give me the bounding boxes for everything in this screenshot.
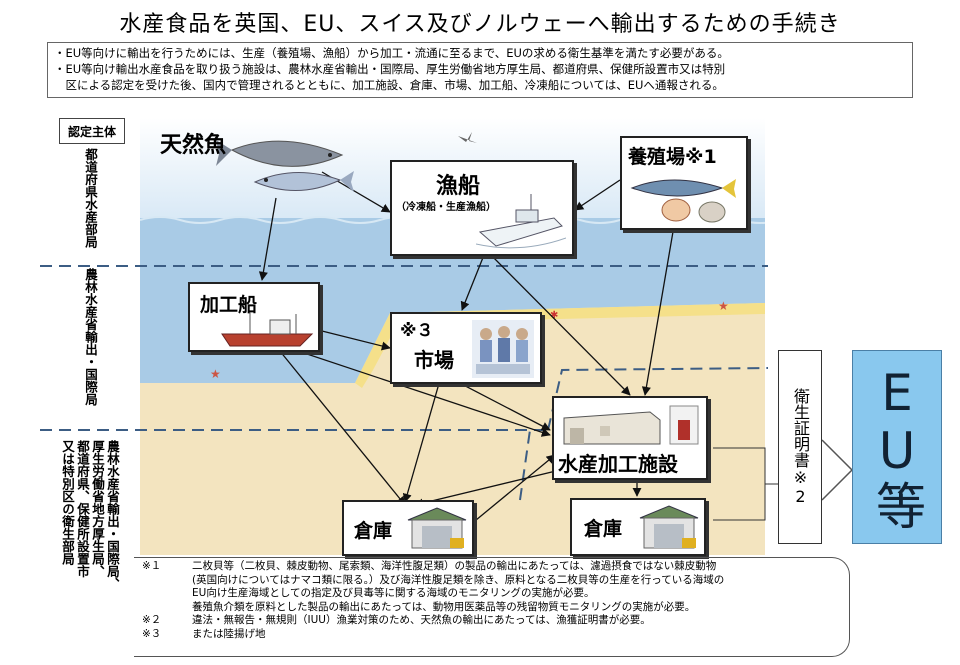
footnotes: ※１ 二枚貝等（二枚貝、棘皮動物、尾索類、海洋性腹足類）の製品の輸出にあたっては… bbox=[134, 557, 850, 657]
divider-lower-tail bbox=[519, 429, 531, 501]
arrow-market-to-facility bbox=[449, 377, 551, 431]
processing-facility-icon bbox=[563, 405, 699, 445]
footnote-text: 違法・無報告・無規則（IUU）漁業対策のため、天然魚の輸出にあたっては、漁獲証明… bbox=[192, 614, 651, 626]
fishing-boat-sublabel: （冷凍船・生産漁船） bbox=[396, 202, 496, 213]
wild-fish-illustration bbox=[216, 140, 354, 192]
footnote-text: または陸揚げ地 bbox=[192, 627, 266, 640]
processing-ship-label: 加工船 bbox=[200, 294, 258, 316]
footnote-line: 養殖魚介類を原料とした製品の輸出にあたっては、動物用医薬品等の残留物質モニタリン… bbox=[142, 601, 843, 615]
intro-box: ・EU等向けに輸出を行うためには、生産（養殖場、漁船）から加工・流通に至るまで、… bbox=[47, 42, 913, 98]
footnote-mark: ※２ bbox=[142, 614, 162, 626]
intro-line: ・EU等向けに輸出を行うためには、生産（養殖場、漁船）から加工・流通に至るまで、… bbox=[54, 46, 729, 60]
arrow-market-to-warehouse bbox=[402, 379, 441, 503]
node-market: ※３ 市場 bbox=[390, 312, 542, 384]
authority-health-mhlw: 厚生労働省地方厚生局、 bbox=[90, 440, 105, 578]
node-aquaculture: 養殖場※1 bbox=[620, 136, 748, 230]
node-processing-ship: 加工船 bbox=[188, 282, 320, 352]
footnote-text: EU向け生産海域としての指定及び貝毒等に関する海域のモニタリングの実施が必要。 bbox=[192, 587, 595, 599]
node-wild-fish: 天然魚 bbox=[160, 133, 227, 158]
footnote-mark: ※１ bbox=[142, 560, 162, 572]
authority-prefecture-fisheries: 都道府県水産部局 bbox=[83, 148, 98, 248]
arrow-fish-to-processing-ship bbox=[258, 197, 277, 281]
market-icon bbox=[472, 320, 534, 378]
market-note: ※３ bbox=[400, 321, 434, 341]
authority-health-prefecture: 都道府県、保健所設置市 bbox=[75, 440, 90, 578]
destination-eu-label: EU等 bbox=[868, 364, 926, 530]
footnote-mark: ※３ bbox=[142, 627, 162, 640]
scene-background: ★ ★ ✱ bbox=[140, 118, 765, 555]
warehouse-1-icon bbox=[407, 507, 467, 549]
footnote-line: ※２ 違法・無報告・無規則（IUU）漁業対策のため、天然魚の輸出にあたっては、漁… bbox=[142, 614, 843, 628]
aquaculture-icon bbox=[630, 179, 736, 223]
arrow-aquaculture-to-facility bbox=[641, 219, 676, 396]
svg-text:★: ★ bbox=[210, 367, 221, 381]
aquaculture-label: 養殖場※1 bbox=[628, 146, 717, 168]
node-warehouse-1: 倉庫 bbox=[342, 500, 474, 556]
svg-text:★: ★ bbox=[718, 299, 729, 313]
authority-health-special-ward: 又は特別区の衛生部局 bbox=[60, 440, 75, 565]
node-fishing-boat: 漁船 （冷凍船・生産漁船） bbox=[390, 160, 574, 256]
arrow-boat-to-facility bbox=[485, 249, 631, 396]
processing-ship-icon bbox=[221, 312, 314, 347]
arrow-ship-to-facility bbox=[279, 344, 551, 437]
arrow-ship-to-market bbox=[317, 329, 391, 351]
certificate-bracket bbox=[713, 447, 766, 521]
fishing-boat-icon bbox=[476, 194, 566, 249]
fishing-boat-label: 漁船 bbox=[436, 174, 481, 199]
eu-chevron-arrow bbox=[821, 439, 854, 501]
destination-eu-box: EU等 bbox=[852, 350, 942, 544]
arrow-warehouse1-to-facility bbox=[469, 454, 556, 526]
market-label: 市場 bbox=[414, 348, 454, 372]
footnote-text: 養殖魚介類を原料とした製品の輸出にあたっては、動物用医薬品等の残留物質モニタリン… bbox=[192, 600, 696, 613]
node-warehouse-2: 倉庫 bbox=[570, 498, 706, 556]
arrow-aquaculture-to-boat bbox=[574, 179, 621, 211]
footnote-text: (英国向けについてはナマコ類に限る。）及び海洋性腹足類を除き、原料となる二枚貝等… bbox=[192, 573, 725, 586]
arrow-facility-to-warehouse1 bbox=[414, 469, 561, 508]
certificate-box: 衛生証明書※2 bbox=[778, 350, 822, 544]
authority-health-maff: 農林水産省輸出・国際局、 bbox=[105, 440, 120, 590]
authority-badge: 認定主体 bbox=[59, 118, 125, 144]
footnote-text: 二枚貝等（二枚貝、棘皮動物、尾索類、海洋性腹足類）の製品の輸出にあたっては、濾過… bbox=[192, 560, 717, 572]
intro-line: ・EU等向け輸出水産食品を取り扱う施設は、農林水産省輸出・国際局、厚生労働省地方… bbox=[54, 62, 726, 76]
intro-line: 区による認定を受けた後、国内で管理されるとともに、加工施設、倉庫、市場、加工船、… bbox=[54, 78, 724, 92]
arrow-boat-to-market bbox=[460, 249, 487, 311]
footnote-line: ※３ または陸揚げ地 bbox=[142, 628, 843, 642]
node-processing-facility: 水産加工施設 bbox=[552, 396, 708, 480]
certificate-label: 衛生証明書※2 bbox=[791, 388, 810, 506]
authority-maff-export: 農林水産省輸出・国際局 bbox=[83, 268, 98, 406]
processing-facility-label: 水産加工施設 bbox=[558, 452, 678, 476]
arrow-ship-to-warehouse bbox=[274, 344, 406, 506]
footnote-line: (英国向けについてはナマコ類に限る。）及び海洋性腹足類を除き、原料となる二枚貝等… bbox=[142, 574, 843, 588]
footnote-line: ※１ 二枚貝等（二枚貝、棘皮動物、尾索類、海洋性腹足類）の製品の輸出にあたっては… bbox=[142, 560, 843, 574]
warehouse-2-icon bbox=[639, 505, 699, 549]
page-title: 水産食品を英国、EU、スイス及びノルウェーへ輸出するための手続き bbox=[119, 12, 841, 37]
svg-text:✱: ✱ bbox=[550, 310, 558, 321]
warehouse-1-label: 倉庫 bbox=[354, 520, 393, 542]
footnote-line: EU向け生産海域としての指定及び貝毒等に関する海域のモニタリングの実施が必要。 bbox=[142, 587, 843, 601]
flow-scene: ★ ★ ✱ bbox=[140, 118, 765, 555]
warehouse-2-label: 倉庫 bbox=[584, 518, 623, 540]
